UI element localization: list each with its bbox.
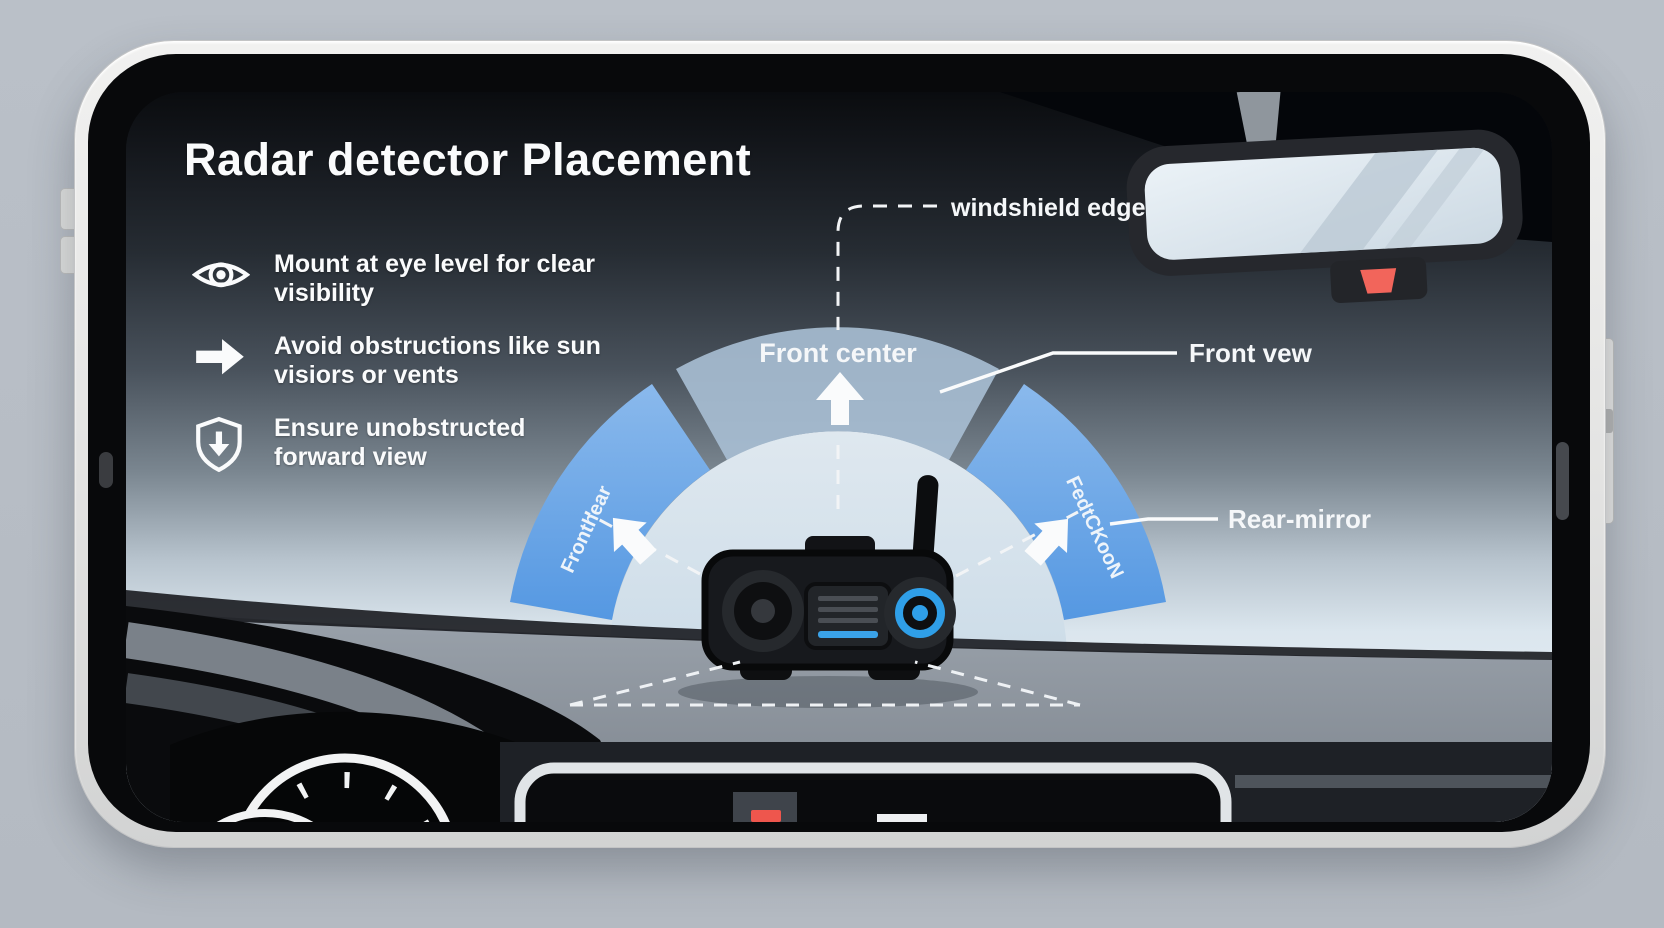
center-vent <box>514 762 1232 822</box>
tip-text: Ensure unobstructed forward view <box>274 414 526 471</box>
tachometer-gauge <box>216 809 314 822</box>
dash-cowl-seam <box>126 590 1552 660</box>
hazard-button <box>751 810 781 822</box>
device-dial-center <box>912 605 928 621</box>
phone-screen: windshield edge Front center Front vew R… <box>126 92 1552 822</box>
up-arrow-icon <box>816 372 864 425</box>
front-view-label: Front vew <box>1189 338 1313 368</box>
dash-trim-stripe <box>1235 775 1552 788</box>
placement-triangle <box>569 660 1081 707</box>
tip-eye-level: Mount at eye level for clear visibility <box>192 250 595 308</box>
page-title: Radar detector Placement <box>184 134 752 185</box>
radar-detector-device <box>678 475 978 708</box>
eye-icon <box>192 262 250 288</box>
device-shadow <box>678 676 978 708</box>
up-right-arrow-icon <box>1024 518 1069 566</box>
display-line-2 <box>818 607 878 612</box>
tip-text: Mount at eye level for clear visibility <box>274 250 595 307</box>
device-lens-center <box>751 599 775 623</box>
windshield-edge-label: windshield edge <box>950 194 1146 222</box>
front-view-leader <box>939 351 1177 394</box>
arc-segment-left <box>510 384 710 620</box>
speedometer-gauge <box>240 753 450 822</box>
display-line-1 <box>818 596 878 601</box>
front-camera-slot <box>99 452 113 488</box>
vent-slider <box>877 814 927 822</box>
up-left-arrow-icon <box>612 517 657 565</box>
display-blue-bar <box>818 631 878 638</box>
front-center-label: Front center <box>759 338 917 368</box>
tip-avoid-obstructions: Avoid obstructions like sun visiors or v… <box>192 332 601 390</box>
arc-segment-right <box>966 384 1166 620</box>
text-overlay: Radar detector Placement Mount at eye le… <box>126 92 1552 822</box>
home-indicator <box>1556 442 1569 520</box>
tip-text: Avoid obstructions like sun visiors or v… <box>274 332 601 389</box>
rear-mirror-label: Rear-mirror <box>1228 504 1371 534</box>
tip-forward-view: Ensure unobstructed forward view <box>192 414 525 474</box>
arrow-right-icon <box>196 339 244 375</box>
rear-mirror-leader <box>1109 517 1218 526</box>
device-antenna <box>912 475 939 565</box>
display-line-3 <box>818 618 878 623</box>
mirror-mount <box>1236 92 1281 154</box>
guide-lines <box>584 204 1079 578</box>
left-diagonal-guide <box>584 510 701 576</box>
rearview-mirror <box>1126 92 1523 304</box>
illustration-scene: windshield edge Front center Front vew R… <box>126 92 1552 822</box>
mirror-indicator-light <box>1360 268 1397 294</box>
dashboard <box>126 590 1552 822</box>
shield-down-arrow-icon <box>196 416 242 473</box>
